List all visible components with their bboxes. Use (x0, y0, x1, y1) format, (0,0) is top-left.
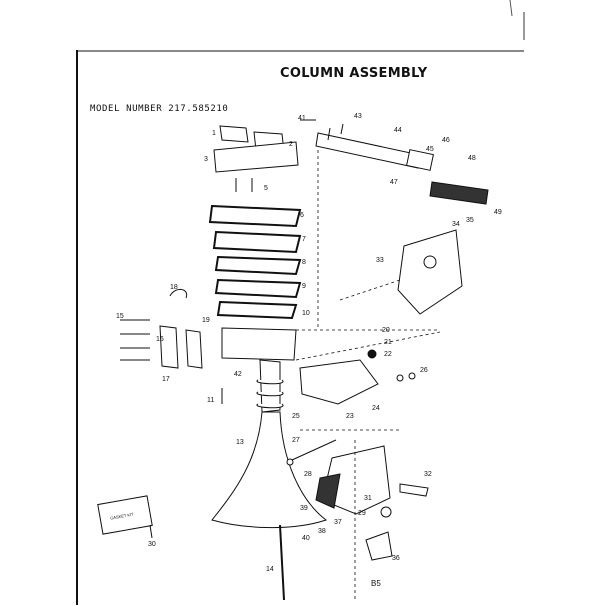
callout-7: 7 (302, 236, 306, 243)
callout-15: 15 (116, 313, 124, 320)
callout-32: 32 (424, 471, 432, 478)
gasket-stack (208, 125, 302, 320)
hardware (120, 119, 416, 518)
callout-17: 17 (162, 376, 170, 383)
swivel-bracket (299, 229, 463, 561)
callout-23: 23 (346, 413, 354, 420)
callout-21: 21 (384, 339, 392, 346)
callout-16: 16 (156, 336, 164, 343)
callout-44: 44 (394, 127, 402, 134)
callout-18: 18 (170, 284, 178, 291)
gasket-kit-card: GASKET KIT (97, 495, 153, 539)
callout-1: 1 (212, 130, 216, 137)
steering-arm (315, 123, 489, 205)
callout-13: 13 (236, 439, 244, 446)
callout-33: 33 (376, 257, 384, 264)
callout-40: 40 (302, 535, 310, 542)
callout-31: 31 (364, 495, 372, 502)
callout-34: 34 (452, 221, 460, 228)
callout-49: 49 (494, 209, 502, 216)
callout-36: 36 (392, 555, 400, 562)
callout-42: 42 (234, 371, 242, 378)
page-reference: B5 (371, 579, 381, 588)
callout-29: 29 (358, 510, 366, 517)
dashed-guides (295, 150, 441, 600)
callout-20: 20 (382, 327, 390, 334)
callout-22: 22 (384, 351, 392, 358)
callout-9: 9 (302, 283, 306, 290)
callout-6: 6 (300, 212, 304, 219)
callout-24: 24 (372, 405, 380, 412)
callout-14: 14 (266, 566, 274, 573)
callout-27: 27 (292, 437, 300, 444)
callout-45: 45 (426, 146, 434, 153)
callout-39: 39 (300, 505, 308, 512)
callout-41: 41 (298, 115, 306, 122)
callout-35: 35 (466, 217, 474, 224)
column-body (211, 327, 328, 601)
model-number: MODEL NUMBER 217.585210 (90, 104, 229, 114)
callout-25: 25 (292, 413, 300, 420)
callout-26: 26 (420, 367, 428, 374)
callout-19: 19 (202, 317, 210, 324)
clamp-brackets (159, 289, 203, 369)
callout-10: 10 (302, 310, 310, 317)
gasket-kit-label: GASKET KIT (110, 511, 135, 520)
callout-37: 37 (334, 519, 342, 526)
callout-30: 30 (148, 541, 156, 548)
callout-38: 38 (318, 528, 326, 535)
callout-3: 3 (204, 156, 208, 163)
callout-8: 8 (302, 259, 306, 266)
callout-numbers: 1 2 3 5 6 7 8 9 10 11 13 14 15 16 17 18 … (116, 113, 502, 573)
callout-46: 46 (442, 137, 450, 144)
page-title: COLUMN ASSEMBLY (280, 66, 428, 81)
callout-5: 5 (264, 185, 268, 192)
callout-28: 28 (304, 471, 312, 478)
callout-47: 47 (390, 179, 398, 186)
callout-2: 2 (289, 141, 293, 148)
callout-48: 48 (468, 155, 476, 162)
callout-43: 43 (354, 113, 362, 120)
callout-11: 11 (207, 397, 214, 404)
